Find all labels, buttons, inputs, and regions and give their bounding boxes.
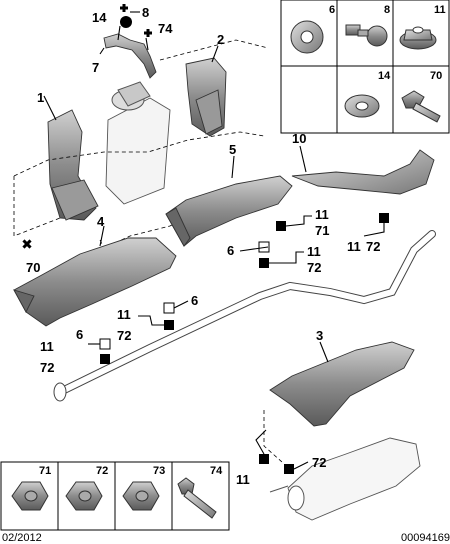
marker-4-6-icon [163,302,175,314]
inset-label-72: 72 [96,465,108,477]
rear-muffler [269,437,421,521]
callout-4-72: 72 [117,328,131,343]
callout-4: 4 [97,214,105,229]
callout-5-11b: 11 [307,244,321,259]
callout-l-6: 6 [76,327,83,342]
callout-3-72: 72 [312,455,326,470]
flange-nut-icon [399,26,437,50]
marker-71-icon [276,221,286,231]
intermediate-heat-shield-5 [165,155,293,247]
flat-washer-icon [344,94,380,118]
callout-5-71: 71 [315,223,329,238]
inset-label-74: 74 [210,465,223,477]
callout-2: 2 [217,32,224,47]
hex-bolt-icon [401,90,441,123]
catalytic-converter [105,81,171,205]
callout-8: 8 [142,5,149,20]
cross-70-icon [22,239,32,249]
muffler-heat-shield-3 [269,341,415,427]
inset-label-6: 6 [329,4,335,16]
hex-nut-72-icon [65,481,103,511]
manifold-heat-shield-1 [43,95,99,221]
callout-7: 7 [92,60,99,75]
marker-l-6-icon [99,338,111,350]
marker-l-72-icon [100,354,110,364]
callout-1: 1 [37,90,44,105]
callout-5-72: 72 [307,260,321,275]
inset-label-73: 73 [153,465,165,477]
callout-3: 3 [316,328,323,343]
marker-72-icon [259,258,269,268]
marker-3-72-icon [284,464,294,474]
inset-label-11: 11 [434,4,446,16]
footer-ref: 00094169 [401,532,450,544]
callout-l-72: 72 [40,360,54,375]
fastener-markers [99,213,389,474]
hex-nut-71-icon [11,481,49,511]
cross-8-icon [120,4,128,12]
callout-10-11: 11 [347,239,361,254]
callout-l-11: 11 [40,339,54,354]
callout-14: 14 [92,10,107,25]
serrated-washer-icon [290,20,324,54]
callout-5-6: 6 [227,243,234,258]
bracket-7-shape [103,33,157,79]
front-heat-shield-4 [13,225,177,327]
marker-3-11-icon [259,454,269,464]
inset-label-70: 70 [430,70,442,82]
callout-70: 70 [26,260,40,275]
callout-4-11: 11 [117,307,131,322]
callout-4-6: 6 [191,293,198,308]
rear-heat-shield-10 [291,145,435,195]
callout-5-11: 11 [315,207,329,222]
bracket-group [99,4,157,79]
callout-10: 10 [292,131,306,146]
inset-label-8: 8 [384,4,390,16]
inset-label-14: 14 [378,70,391,82]
fastener-inset-bottom: 71 72 73 74 [0,461,230,531]
marker-10-icon [379,213,389,223]
callout-10-72: 72 [366,239,380,254]
cross-74-icon [144,29,152,37]
inset-label-71: 71 [39,465,51,477]
ball-stud-icon [345,24,388,47]
marker-6-icon [258,241,270,253]
fastener-inset-top: 6 8 11 14 70 [280,0,450,134]
catalyst-heat-shield-2 [185,45,227,137]
part-14-dot-icon [120,16,132,28]
hex-nut-73-icon [122,481,160,511]
exhaust-pipe [53,230,436,402]
bolt-74-icon [177,477,217,519]
callout-74: 74 [158,21,173,36]
callout-5: 5 [229,142,236,157]
footer-date: 02/2012 [2,532,42,544]
callout-3-11: 11 [236,472,250,487]
